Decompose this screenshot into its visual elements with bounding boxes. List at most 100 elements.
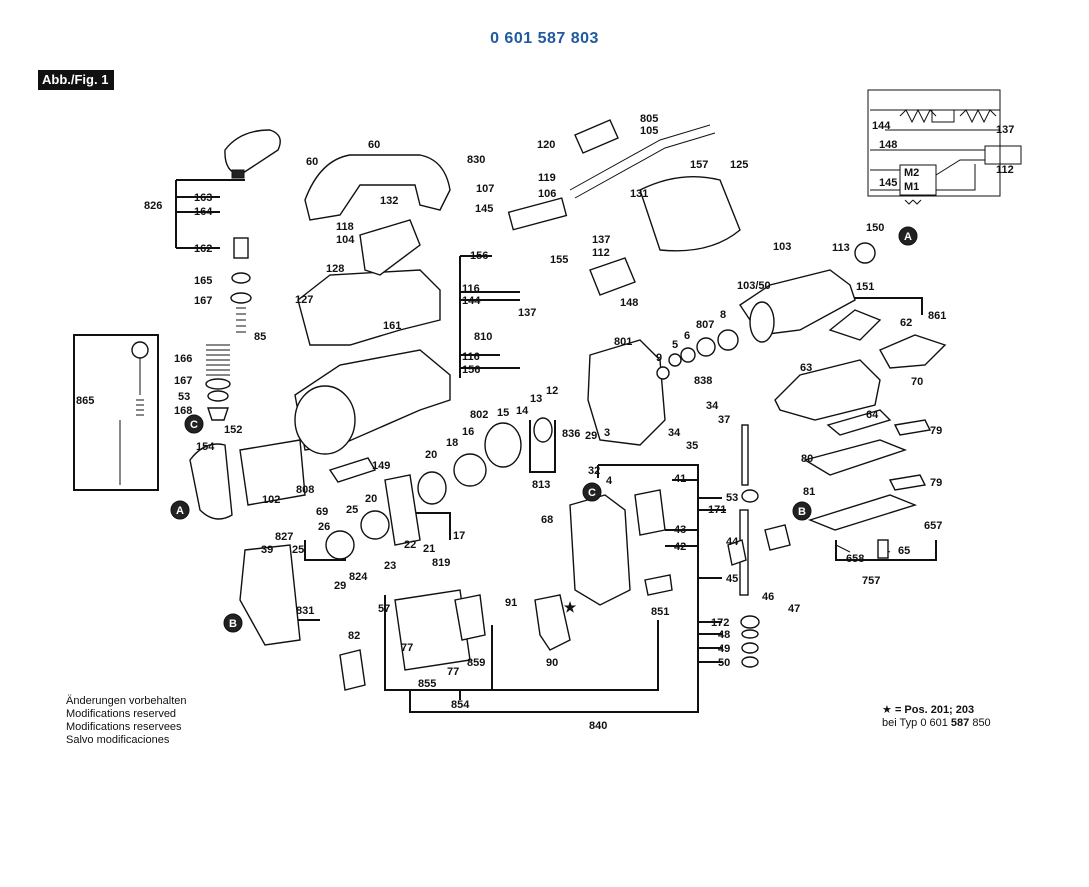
label-79-bottom: 79 — [930, 477, 942, 489]
label-658: 658 — [846, 553, 864, 565]
label-851: 851 — [651, 606, 669, 618]
label-105: 105 — [640, 125, 658, 137]
label-157: 157 — [690, 159, 708, 171]
label-65: 65 — [898, 545, 910, 557]
label-810: 810 — [474, 331, 492, 343]
label-107: 107 — [476, 183, 494, 195]
label-17: 17 — [453, 530, 465, 542]
label-840: 840 — [589, 720, 607, 732]
label-20-top: 20 — [425, 449, 437, 461]
label-144: 144 — [462, 295, 481, 307]
label-42: 42 — [674, 541, 686, 553]
label-41: 41 — [674, 473, 686, 485]
label-836: 836 — [562, 428, 580, 440]
label-5: 5 — [672, 339, 678, 351]
label-77-left: 77 — [401, 642, 413, 654]
label-131: 131 — [630, 188, 648, 200]
label-112-schematic: 112 — [996, 164, 1014, 176]
label-168: 168 — [174, 405, 192, 417]
label-150: 150 — [866, 222, 884, 234]
reference-letters: A A B B C C ★ — [170, 226, 918, 633]
label-45: 45 — [726, 573, 738, 585]
label-102: 102 — [262, 494, 280, 506]
label-69: 69 — [316, 506, 328, 518]
label-70: 70 — [911, 376, 923, 388]
label-106: 106 — [538, 188, 556, 200]
part-labels: 805 105 120 157 125 60 60 830 119 107 10… — [76, 113, 1014, 732]
label-824: 824 — [349, 571, 368, 583]
label-154: 154 — [196, 441, 215, 453]
label-22: 22 — [404, 539, 416, 551]
star-footnote: ★ = Pos. 201; 203 bei Typ 0 601 587 850 — [882, 704, 991, 730]
label-44: 44 — [726, 536, 739, 548]
label-53-right: 53 — [726, 492, 738, 504]
label-113: 113 — [832, 242, 850, 254]
ref-B-circle-right — [792, 501, 812, 521]
label-53-left: 53 — [178, 391, 190, 403]
label-657: 657 — [924, 520, 942, 532]
label-43: 43 — [674, 524, 686, 536]
ref-B-right: B — [798, 506, 806, 518]
ref-B-left: B — [229, 618, 237, 630]
label-16: 16 — [462, 426, 474, 438]
label-802: 802 — [470, 409, 488, 421]
label-M1: M1 — [904, 181, 919, 193]
label-62: 62 — [900, 317, 912, 329]
label-15: 15 — [497, 407, 509, 419]
ref-C-left: C — [190, 419, 198, 431]
label-14: 14 — [516, 405, 529, 417]
label-23: 23 — [384, 560, 396, 572]
label-82: 82 — [348, 630, 360, 642]
label-81: 81 — [803, 486, 815, 498]
ref-B-circle-left — [223, 613, 243, 633]
label-116-top: 116 — [462, 283, 480, 295]
label-855: 855 — [418, 678, 436, 690]
label-21: 21 — [423, 543, 435, 555]
label-34-bottom: 34 — [668, 427, 681, 439]
label-164: 164 — [194, 206, 213, 218]
label-M2: M2 — [904, 167, 919, 179]
part-number-title: 0 601 587 803 — [490, 30, 599, 47]
note-en: Modifications reserved — [66, 708, 177, 720]
ref-C-circle-left — [184, 414, 204, 434]
label-163: 163 — [194, 192, 212, 204]
label-90: 90 — [546, 657, 558, 669]
label-167-bottom: 167 — [174, 375, 192, 387]
parts — [119, 119, 947, 691]
label-127: 127 — [295, 294, 313, 306]
label-757: 757 — [862, 575, 880, 587]
ref-A-circle-left — [170, 500, 190, 520]
label-137-top: 137 — [592, 234, 610, 246]
label-148-schematic: 148 — [879, 139, 897, 151]
label-9: 9 — [656, 352, 662, 364]
label-144-schematic: 144 — [872, 120, 891, 132]
label-18: 18 — [446, 437, 458, 449]
label-172: 172 — [711, 617, 729, 629]
note-es: Salvo modificaciones — [66, 734, 170, 746]
label-46: 46 — [762, 591, 774, 603]
label-152: 152 — [224, 424, 242, 436]
label-103-50: 103/50 — [737, 280, 771, 292]
label-6: 6 — [684, 330, 690, 342]
label-148: 148 — [620, 297, 638, 309]
label-103: 103 — [773, 241, 791, 253]
label-63: 63 — [800, 362, 812, 374]
label-26: 26 — [318, 521, 330, 533]
label-128: 128 — [326, 263, 344, 275]
ref-A-circle-top — [898, 226, 918, 246]
wiring-schematic — [867, 89, 1022, 205]
label-34-top: 34 — [706, 400, 719, 412]
star-marker: ★ — [564, 599, 577, 615]
star-note-prefix: bei Typ 0 601 — [882, 717, 951, 729]
revision-notes: Änderungen vorbehalten Modifications res… — [66, 695, 186, 747]
label-32: 32 — [588, 465, 600, 477]
label-156-top: 156 — [470, 250, 488, 262]
label-161: 161 — [383, 320, 401, 332]
label-25-left: 25 — [292, 544, 304, 556]
bracket-865 — [73, 334, 159, 491]
ref-C-circle-center — [582, 482, 602, 502]
label-801: 801 — [614, 336, 632, 348]
label-118: 118 — [336, 221, 354, 233]
label-826: 826 — [144, 200, 162, 212]
